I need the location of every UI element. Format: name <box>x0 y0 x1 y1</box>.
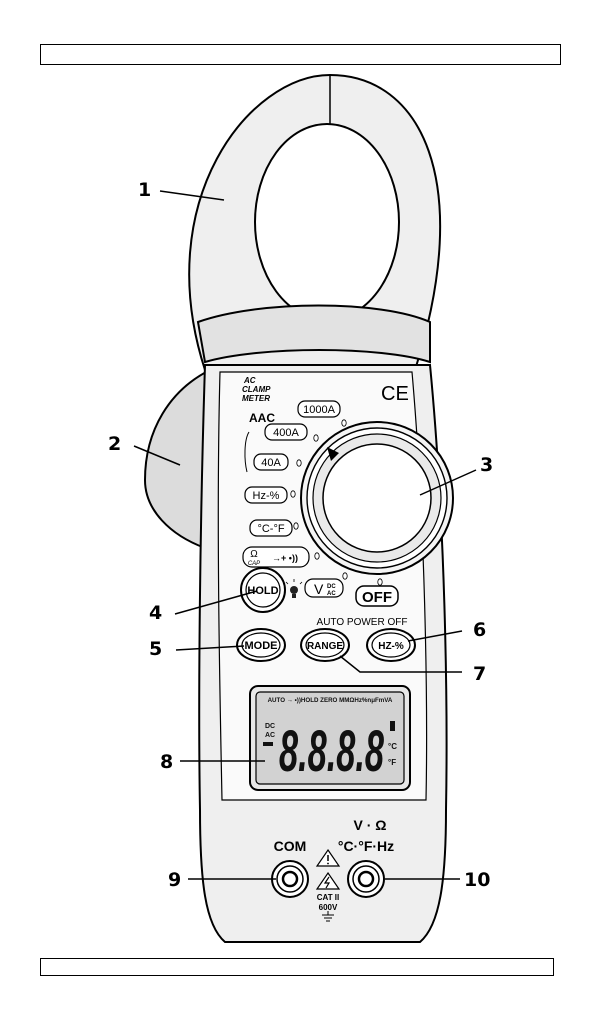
com-jack[interactable] <box>272 861 308 897</box>
cap-label: CAP <box>248 561 260 567</box>
dial-position-400a: 400A <box>265 424 307 440</box>
hz-pct-button-label: HZ-% <box>378 641 404 652</box>
ohm-symbol: Ω <box>250 549 258 560</box>
v-ohm-label: V · Ω <box>353 817 386 833</box>
dial-position-volts: V DC AC <box>305 579 343 597</box>
dial-position-40a: 40A <box>254 454 288 470</box>
callout-3: 3 <box>480 454 493 476</box>
hold-button[interactable]: HOLD <box>241 568 285 612</box>
volts-dc-label: DC <box>327 584 336 590</box>
callout-2: 2 <box>108 433 121 455</box>
lcd-annunciator-row: AUTO → •))HOLD ZERO MMΩHz%nμFmVA <box>268 697 393 704</box>
dial-position-hz-pct-label: Hz-% <box>253 490 280 502</box>
callout-1: 1 <box>138 179 151 201</box>
callout-9: 9 <box>168 869 181 891</box>
callout-4: 4 <box>149 602 162 624</box>
lcd-ac-label: AC <box>265 732 275 739</box>
dial-position-ohm-cap: Ω CAP →+ •)) <box>243 547 309 567</box>
auto-power-off-label: AUTO POWER OFF <box>317 617 408 628</box>
hold-button-label: HOLD <box>247 585 278 597</box>
rotary-dial[interactable] <box>301 422 453 574</box>
dial-position-temp-label: °C-°F <box>257 523 284 535</box>
mode-button[interactable]: MODE <box>237 629 285 661</box>
jaw-opening <box>255 124 399 320</box>
off-label: OFF <box>362 589 392 606</box>
com-label: COM <box>274 838 307 854</box>
a-ac-label: AAC <box>249 411 275 425</box>
callout-7: 7 <box>473 663 486 685</box>
dial-position-off: OFF <box>356 586 398 606</box>
type-line-2: CLAMP <box>242 385 271 394</box>
mode-button-label: MODE <box>245 640 278 652</box>
lcd-digits: 8.8.8.8 <box>279 719 384 784</box>
lcd-dc-label: DC <box>265 723 275 730</box>
dial-position-40a-label: 40A <box>261 457 281 469</box>
callout-8: 8 <box>160 751 173 773</box>
range-button-label: RANGE <box>307 641 343 652</box>
voltage-rating: 600V <box>319 903 338 912</box>
lcd-display: AUTO → •))HOLD ZERO MMΩHz%nμFmVA DC AC 8… <box>250 686 410 790</box>
callout-5: 5 <box>149 638 162 660</box>
diode-continuity-symbol: →+ •)) <box>272 553 298 563</box>
temp-hz-label: °C·°F·Hz <box>338 838 394 854</box>
dial-position-temp: °C-°F <box>250 520 292 536</box>
cat-rating: CAT II <box>317 893 340 902</box>
callout-6: 6 <box>473 619 486 641</box>
dial-position-1000a: 1000A <box>298 401 340 417</box>
type-line-1: AC <box>243 376 256 385</box>
dial-position-1000a-label: 1000A <box>303 404 335 416</box>
ce-mark: CE <box>381 383 409 405</box>
volts-ac-label: AC <box>327 591 336 597</box>
clamp-jaw <box>189 75 440 370</box>
range-button[interactable]: RANGE <box>301 629 349 661</box>
v-ohm-jack[interactable] <box>348 861 384 897</box>
type-line-3: METER <box>242 394 270 403</box>
hz-pct-button[interactable]: HZ-% <box>367 629 415 661</box>
lcd-deg-c: °C <box>388 742 397 751</box>
callout-10: 10 <box>464 869 490 891</box>
lcd-minus-sign <box>263 742 273 746</box>
dial-position-400a-label: 400A <box>273 427 299 439</box>
footer-box <box>40 958 554 976</box>
lcd-deg-f: °F <box>388 758 396 767</box>
battery-icon <box>390 721 395 731</box>
dial-position-hz-pct: Hz-% <box>245 487 287 503</box>
volts-label: V <box>314 581 324 597</box>
